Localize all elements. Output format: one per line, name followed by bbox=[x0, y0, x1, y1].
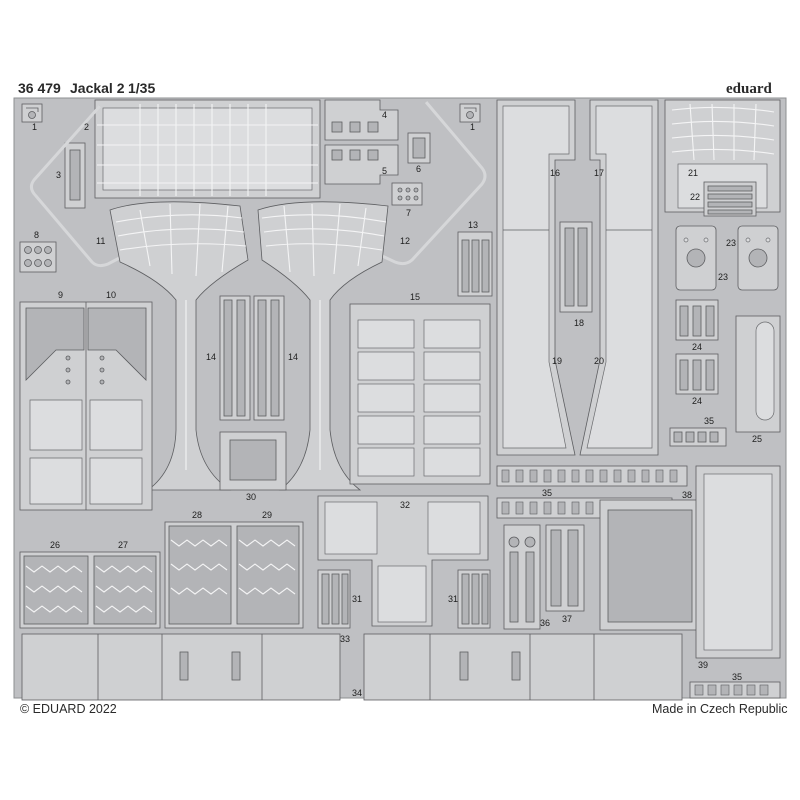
label-8: 8 bbox=[34, 230, 39, 240]
part-12-net bbox=[257, 201, 389, 491]
label-28: 28 bbox=[192, 510, 202, 520]
label-18: 18 bbox=[574, 318, 584, 328]
label-27: 27 bbox=[118, 540, 128, 550]
label-16: 16 bbox=[550, 168, 560, 178]
part-16-19-panel bbox=[496, 99, 576, 456]
label-19: 19 bbox=[552, 356, 562, 366]
label-15: 15 bbox=[410, 292, 420, 302]
label-7: 7 bbox=[406, 208, 411, 218]
part-33-34-right bbox=[363, 633, 683, 701]
part-35-strip-c bbox=[689, 681, 781, 699]
label-37: 37 bbox=[562, 614, 572, 624]
label-33: 33 bbox=[340, 634, 350, 644]
part-31-left bbox=[317, 569, 351, 629]
part-7 bbox=[391, 182, 423, 206]
part-24-upper bbox=[675, 299, 719, 341]
label-38: 38 bbox=[682, 490, 692, 500]
part-5 bbox=[324, 144, 399, 185]
label-31b: 31 bbox=[448, 594, 458, 604]
part-2-grille bbox=[94, 99, 321, 199]
part-23-right bbox=[737, 225, 779, 291]
product-title: Jackal 2 bbox=[70, 80, 125, 96]
part-23-left bbox=[675, 225, 717, 291]
label-6: 6 bbox=[416, 164, 421, 174]
label-36: 36 bbox=[540, 618, 550, 628]
part-37 bbox=[545, 524, 585, 612]
part-8 bbox=[19, 241, 57, 273]
part-1-left bbox=[21, 103, 43, 123]
label-24b: 24 bbox=[692, 396, 702, 406]
label-29: 29 bbox=[262, 510, 272, 520]
label-21: 21 bbox=[688, 168, 698, 178]
part-38 bbox=[599, 499, 701, 631]
label-13: 13 bbox=[468, 220, 478, 230]
label-1a: 1 bbox=[32, 122, 37, 132]
product-code: 36 479 bbox=[18, 80, 61, 96]
part-11-net bbox=[109, 201, 249, 491]
part-39 bbox=[695, 465, 781, 659]
origin-text: Made in Czech Republic bbox=[652, 702, 788, 716]
label-35a: 35 bbox=[704, 416, 714, 426]
part-15-panel bbox=[349, 303, 491, 485]
part-17-20-panel bbox=[579, 99, 659, 456]
part-28-29-mesh bbox=[164, 521, 304, 629]
part-1-right bbox=[459, 103, 481, 123]
label-20: 20 bbox=[594, 356, 604, 366]
brand-logo: eduard bbox=[726, 81, 772, 97]
part-14-left bbox=[219, 295, 251, 421]
label-23b: 23 bbox=[718, 272, 728, 282]
label-11: 11 bbox=[96, 236, 105, 246]
label-12: 12 bbox=[400, 236, 410, 246]
part-14-right bbox=[253, 295, 285, 421]
label-39: 39 bbox=[698, 660, 708, 670]
label-17: 17 bbox=[594, 168, 604, 178]
label-3: 3 bbox=[56, 170, 61, 180]
part-9-10-panel bbox=[19, 301, 153, 511]
part-36 bbox=[503, 524, 541, 630]
part-33-34-left bbox=[21, 633, 341, 701]
label-34: 34 bbox=[352, 688, 362, 698]
label-1b: 1 bbox=[470, 122, 475, 132]
part-6 bbox=[407, 132, 431, 164]
part-32 bbox=[317, 495, 489, 627]
part-number-labels: 1 1 2 3 4 5 6 7 8 9 10 11 12 13 14 14 15… bbox=[32, 110, 762, 698]
label-9: 9 bbox=[58, 290, 63, 300]
label-35b: 35 bbox=[542, 488, 552, 498]
part-18 bbox=[559, 221, 593, 313]
label-2: 2 bbox=[84, 122, 89, 132]
part-13 bbox=[457, 231, 493, 297]
copyright-text: © EDUARD 2022 bbox=[20, 702, 117, 716]
label-14a: 14 bbox=[206, 352, 216, 362]
part-31-right bbox=[457, 569, 491, 629]
label-26: 26 bbox=[50, 540, 60, 550]
product-scale: 1/35 bbox=[128, 80, 156, 96]
label-10: 10 bbox=[106, 290, 116, 300]
label-32: 32 bbox=[400, 500, 410, 510]
part-3 bbox=[64, 142, 86, 209]
label-25: 25 bbox=[752, 434, 762, 444]
label-22: 22 bbox=[690, 192, 700, 202]
part-24-lower bbox=[675, 353, 719, 395]
label-14b: 14 bbox=[288, 352, 298, 362]
label-23a: 23 bbox=[726, 238, 736, 248]
label-35c: 35 bbox=[732, 672, 742, 682]
part-26-27-mesh bbox=[19, 551, 161, 629]
part-30-mesh bbox=[219, 431, 287, 491]
label-4: 4 bbox=[382, 110, 387, 120]
part-4 bbox=[324, 99, 399, 141]
label-24a: 24 bbox=[692, 342, 702, 352]
part-25 bbox=[735, 315, 781, 433]
part-35-strip-a bbox=[669, 427, 727, 447]
label-31a: 31 bbox=[352, 594, 362, 604]
part-22 bbox=[703, 181, 757, 217]
label-5: 5 bbox=[382, 166, 387, 176]
label-30: 30 bbox=[246, 492, 256, 502]
